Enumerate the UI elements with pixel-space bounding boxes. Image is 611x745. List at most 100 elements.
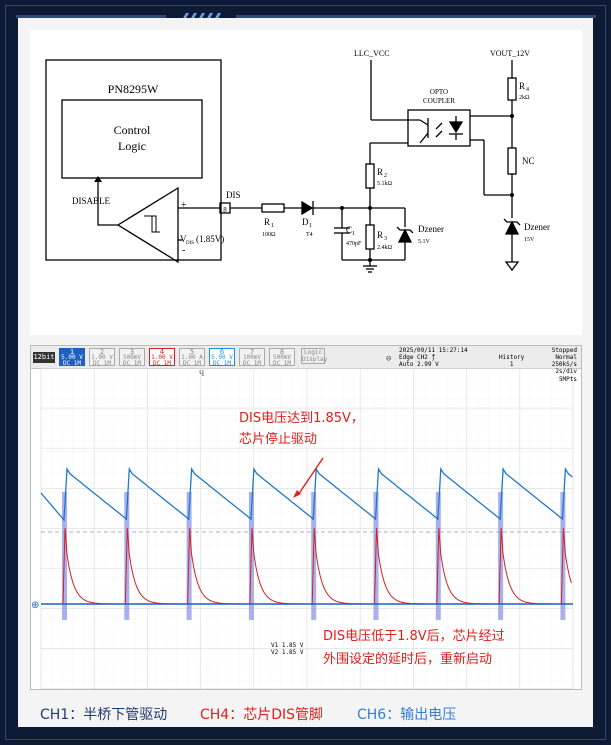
history-value: 1 <box>509 361 514 368</box>
acq-mode-line2: Normal <box>555 354 577 361</box>
opto-label-2: COUPLER <box>423 97 455 105</box>
annotation-arrow <box>297 457 324 496</box>
channel-7-v1: 100mV <box>242 354 262 361</box>
logic-tile[interactable]: Logic Display <box>301 348 328 364</box>
r3-resistor <box>365 224 375 250</box>
r1-sub: 1 <box>271 223 274 229</box>
nc-label: NC <box>522 156 535 166</box>
r2-value: 5.1kΩ <box>377 181 393 187</box>
channel-5-v1: 1.00 A <box>181 354 203 361</box>
r4-value: 2kΩ <box>519 95 530 101</box>
annotation-top-line1: DIS电压达到1.85V， <box>239 411 364 426</box>
channel-3-num: 3 <box>129 348 135 356</box>
acq-info: Stopped Normal 250kS/s <box>552 347 577 368</box>
channel-7-num: 7 <box>249 348 255 356</box>
control-logic-line2: Logic <box>118 139 146 153</box>
annotation-top-line2: 芯片停止驱动 <box>239 432 318 447</box>
r2-name: R <box>377 167 383 177</box>
ground-marker-icon: ⊕ <box>31 600 39 611</box>
schematic-drawing: PN8295W Control Logic DISABLE + - V DIS … <box>45 49 550 273</box>
vdis-sub: DIS <box>186 241 194 246</box>
r4-sub: 4 <box>526 87 529 93</box>
r4-name: R <box>519 81 525 91</box>
channel-4-num: 4 <box>159 348 165 356</box>
trigger-info: 2025/09/11 15:27:14 Edge CH2 ƒ Auto 2.99… <box>399 347 468 368</box>
r2-sub: 2 <box>384 173 387 179</box>
dzener1-name: Dzener <box>418 224 444 234</box>
d1-value: T4 <box>306 232 313 238</box>
annotation-top: DIS电压达到1.85V， 芯片停止驱动 <box>239 408 364 450</box>
outer-frame <box>5 5 606 740</box>
legend-ch4: CH4：芯片DIS管脚 <box>200 707 324 723</box>
ic-box <box>45 59 222 261</box>
channel-4-v2: DC 1M <box>152 360 172 367</box>
minus-sign: - <box>182 245 185 256</box>
d1-name: D <box>302 217 309 227</box>
dzener2-name: Dzener <box>524 222 550 232</box>
c1-value: 470pF <box>346 241 362 247</box>
channel-1-v1: 5.00 V <box>61 354 83 361</box>
opto-label-1: OPTO <box>430 88 448 96</box>
channel-2-v1: 1.00 V <box>91 354 113 361</box>
control-logic-line1: Control <box>114 123 151 137</box>
channel-5-num: 5 <box>189 348 195 356</box>
bit-depth-badge: 12bit <box>33 352 55 363</box>
vout-label: VOUT_12V <box>490 49 530 58</box>
channel-6-v2: DC 1M <box>212 360 232 367</box>
channel-2-num: 2 <box>99 348 105 356</box>
scope-grid: ⊕ Ч <box>31 368 574 689</box>
circuit-schematic: PN8295W Control Logic DISABLE + - V DIS … <box>30 30 582 335</box>
annotation-bottom-line2: 外围设定的延时后，重新启动 <box>323 652 493 667</box>
cursor-v2: V2 1.85 V <box>271 649 304 656</box>
trigger-line2: Auto 2.99 V <box>399 361 439 368</box>
trigger-line1: Edge CH2 ƒ <box>399 354 436 361</box>
arrow-head-icon <box>293 490 301 498</box>
channel-6-v1: 5.00 V <box>211 354 233 361</box>
dzener2-value: 15V <box>524 237 535 243</box>
nc-resistor <box>507 147 517 175</box>
vdis-value: (1.85V) <box>196 234 224 244</box>
channel-5-v2: DC 1M <box>182 360 202 367</box>
sample-rate: 250kS/s <box>551 361 577 368</box>
r4-resistor <box>507 77 517 101</box>
disable-label: DISABLE <box>72 196 111 206</box>
ic-name: PN8295W <box>108 82 159 96</box>
cursor-v1: V1 1.85 V <box>271 642 304 649</box>
channel-1-v2: DC 1M <box>62 360 82 367</box>
logic-sub: Display <box>302 356 328 363</box>
zoom-icon[interactable]: ⊖ <box>386 354 392 364</box>
trigger-marker-icon: Ч <box>199 369 204 378</box>
timestamp: 2025/09/11 15:27:14 <box>399 347 468 354</box>
timebase-info: 2s/div 5MPts <box>555 368 577 384</box>
channel-3-v2: DC 1M <box>122 360 142 367</box>
r3-sub: 3 <box>384 236 387 242</box>
c1-sub: 1 <box>352 231 355 237</box>
r1-name: R <box>264 217 270 227</box>
annotation-bottom-line1: DIS电压低于1.8V后，芯片经过 <box>323 629 505 644</box>
legend-ch6: CH6：输出电压 <box>357 707 457 723</box>
control-logic-box <box>61 99 203 179</box>
channel-legend: CH1：半桥下管驱动 CH4：芯片DIS管脚 CH6：输出电压 <box>30 700 582 724</box>
plus-sign: + <box>181 200 187 211</box>
dis-pin-label: DIS <box>226 190 241 200</box>
annotation-bottom: DIS电压低于1.8V后，芯片经过 外围设定的延时后，重新启动 <box>323 625 505 671</box>
channel-8-v1: 500mV <box>272 354 292 361</box>
r1-resistor <box>261 203 285 213</box>
d1-sub: 1 <box>309 223 312 229</box>
top-decoration <box>16 13 596 20</box>
logic-label: Logic <box>303 349 323 356</box>
history-info: History 1 <box>499 354 524 368</box>
vdis-label: V <box>180 234 187 244</box>
channel-7-v2: DC 1M <box>242 360 262 367</box>
channel-8-num: 8 <box>279 348 285 356</box>
